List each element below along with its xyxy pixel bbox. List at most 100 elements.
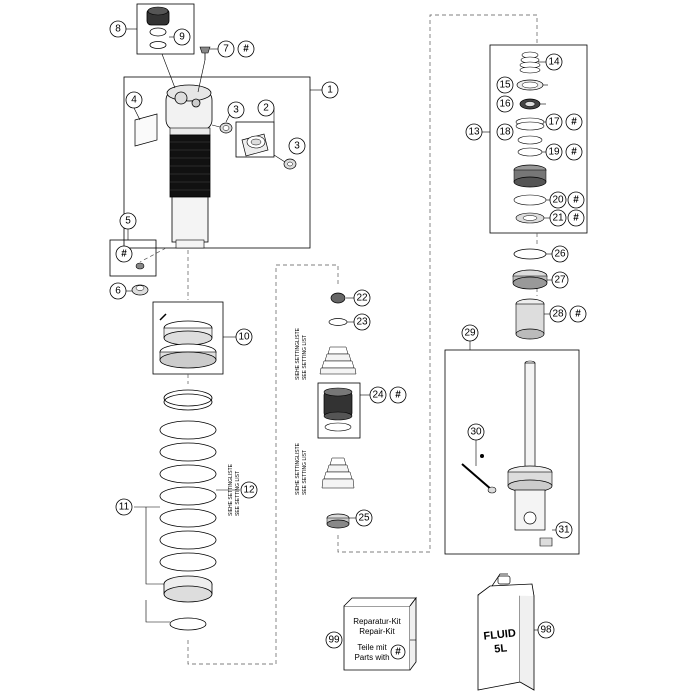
hash-callout-21: # (567, 209, 585, 227)
middle-stack-illustration (319, 292, 357, 529)
callout-98-label: 98 (540, 625, 552, 636)
hash-callout-7: # (237, 40, 255, 58)
setting-list-line2-c: SEE SETTING LIST (235, 471, 241, 516)
callout-24: 24 (369, 386, 387, 404)
callout-99-label: 99 (328, 635, 340, 646)
hash-callout-99-label: # (395, 647, 401, 658)
callout-23: 23 (353, 313, 371, 331)
callout-30-label: 30 (470, 427, 482, 438)
right-stack-illustration (512, 51, 548, 340)
piston-rod-illustration (461, 360, 553, 547)
repair-kit-line4: Parts with (354, 653, 389, 662)
setting-list-line2-b: SEE SETTING LIST (302, 450, 308, 495)
callout-12: 12 (240, 481, 258, 499)
callout-24-label: 24 (372, 390, 384, 401)
group-box-valve-24 (317, 382, 361, 439)
washer-3-illustration (273, 154, 297, 170)
group-box-shock-body (123, 76, 311, 249)
callout-12-label: 12 (243, 485, 255, 496)
dashed-assembly-lines (139, 14, 538, 665)
callout-8-label: 8 (115, 24, 121, 35)
callout-16: 16 (496, 95, 514, 113)
group-box-valve-14-21 (489, 44, 588, 234)
callout-18: 18 (496, 123, 514, 141)
callout-22: 22 (353, 289, 371, 307)
group-box-bushing-5 (109, 239, 157, 277)
callout-3a-label: 3 (233, 105, 239, 116)
setting-list-label-spring: SIEHE SETTINGLISTE SEE SETTING LIST (228, 463, 241, 516)
bushing-illustration (131, 262, 149, 296)
hash-callout-28: # (569, 305, 587, 323)
group-box-reservoir-2 (235, 121, 275, 158)
callout-27-label: 27 (554, 275, 566, 286)
hash-callout-20: # (567, 191, 585, 209)
callout-4-label: 4 (131, 95, 137, 106)
callout-21: 21 (549, 209, 567, 227)
hash-callout-5: # (115, 245, 133, 263)
repair-kit-line1: Reparatur-Kit (353, 617, 401, 626)
setting-list-line2-a: SEE SETTING LIST (302, 335, 308, 380)
callout-29-label: 29 (464, 328, 476, 339)
callout-30: 30 (467, 423, 485, 441)
hash-callout-17-label: # (571, 117, 577, 128)
callout-7-label: 7 (223, 44, 229, 55)
callout-5-label: 5 (125, 216, 131, 227)
setting-list-label-middle-bottom: SIEHE SETTINGLISTE SEE SETTING LIST (295, 442, 308, 495)
callout-19: 19 (545, 143, 563, 161)
callout-22-label: 22 (356, 293, 368, 304)
repair-kit-line3: Teile mit (357, 643, 387, 652)
callout-31-label: 31 (558, 525, 570, 536)
hash-callout-20-label: # (573, 195, 579, 206)
setting-list-line1-c: SIEHE SETTINGLISTE (228, 463, 234, 516)
callout-6: 6 (109, 282, 127, 300)
spring-retainer-illustration (159, 313, 217, 369)
fluid-can-line2: 5L (494, 642, 508, 655)
fluid-can-line1: FLUID (483, 627, 517, 642)
callout-25: 25 (355, 509, 373, 527)
hash-callout-99: # (390, 644, 406, 660)
callout-1: 1 (321, 81, 339, 99)
bleed-screw-illustration (197, 46, 211, 93)
callout-99: 99 (325, 631, 343, 649)
callout-4: 4 (125, 91, 143, 109)
callout-19-label: 19 (548, 147, 560, 158)
callout-18-label: 18 (499, 127, 511, 138)
callout-10-label: 10 (238, 332, 250, 343)
hash-callout-19: # (565, 143, 583, 161)
callout-23-label: 23 (356, 317, 368, 328)
hash-callout-19-label: # (571, 147, 577, 158)
callout-14-label: 14 (548, 57, 560, 68)
callout-14: 14 (545, 53, 563, 71)
callout-26: 26 (551, 245, 569, 263)
callout-28-label: 28 (552, 309, 564, 320)
setting-list-line1-a: SIEHE SETTINGLISTE (295, 327, 301, 380)
callout-1-label: 1 (327, 85, 333, 96)
callout-31: 31 (555, 521, 573, 539)
callout-17-label: 17 (548, 117, 560, 128)
callout-25-label: 25 (358, 513, 370, 524)
group-box-piston-rod-29 (444, 349, 580, 555)
callout-5: 5 (119, 212, 137, 230)
callout-27: 27 (551, 271, 569, 289)
top-mount-illustration (146, 6, 176, 89)
callout-13-label: 13 (468, 127, 480, 138)
hash-callout-17: # (565, 113, 583, 131)
spring-illustration (159, 389, 217, 631)
callout-15: 15 (496, 76, 514, 94)
callout-26-label: 26 (554, 249, 566, 260)
reservoir-piece-illustration (241, 133, 269, 157)
callout-15-label: 15 (499, 80, 511, 91)
callout-3a: 3 (227, 101, 245, 119)
callout-17: 17 (545, 113, 563, 131)
callout-9-label: 9 (179, 32, 185, 43)
callout-7: 7 (217, 40, 235, 58)
hash-callout-5-label: # (121, 249, 127, 260)
callout-3b-label: 3 (294, 141, 300, 152)
callout-21-label: 21 (552, 213, 564, 224)
hash-callout-28-label: # (575, 309, 581, 320)
hash-callout-21-label: # (573, 213, 579, 224)
setting-list-line1-b: SIEHE SETTINGLISTE (295, 442, 301, 495)
callout-20: 20 (549, 191, 567, 209)
callout-28: 28 (549, 305, 567, 323)
